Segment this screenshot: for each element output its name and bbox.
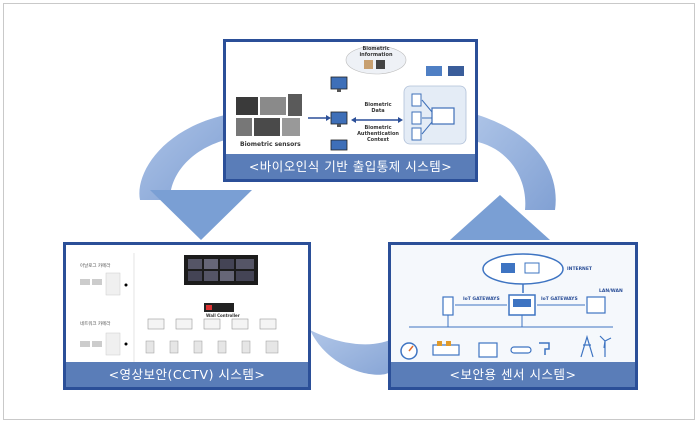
network-camera-1	[80, 341, 90, 347]
cctv-panel: 아날로그 카메라 네트워크 카메라 Wall Controller <영상보안(…	[63, 242, 311, 390]
biometric-diagram	[236, 45, 467, 151]
internet-label: INTERNET	[567, 267, 592, 272]
iot-diagram	[391, 245, 635, 363]
hand-scan-photo	[260, 97, 286, 115]
iot-panel: INTERNET IoT GATEWAYS IoT GATEWAYS LAN/W…	[388, 242, 638, 390]
package-icon	[478, 342, 498, 358]
iris-photo	[254, 118, 280, 136]
iot-caption: <보안용 센서 시스템>	[391, 362, 635, 387]
id-card	[426, 66, 442, 76]
palm-photo	[282, 118, 300, 136]
thermometer-icon	[510, 346, 532, 354]
monitor-mid	[330, 111, 348, 125]
analog-camera-1	[80, 279, 90, 285]
network-camera-label: 네트워크 카메라	[80, 322, 111, 327]
card-reader-photo	[236, 118, 252, 136]
arrow-head-left	[150, 190, 252, 240]
access-monitor	[431, 107, 455, 125]
arrow-head-right	[450, 195, 550, 240]
face-scan-photo	[288, 94, 302, 116]
cctv-diagram	[80, 253, 279, 363]
wall-controller	[204, 303, 234, 312]
info-label: Biometric information	[359, 46, 393, 58]
data-label: Biometric Data	[364, 102, 392, 114]
faucet-icon	[539, 342, 550, 355]
ring-segment-bottom	[310, 330, 390, 375]
monitor-top	[330, 76, 348, 90]
fingerprint-photo	[236, 97, 258, 115]
gateway-right-device	[586, 296, 606, 314]
gateway-left-device	[442, 296, 454, 316]
lan-wan-label: LAN/WAN	[599, 289, 623, 294]
cctv-caption: <영상보안(CCTV) 시스템>	[66, 362, 308, 387]
ring-segment-left	[139, 115, 225, 200]
analog-camera-2	[92, 279, 102, 285]
power-tower-icon	[580, 334, 594, 358]
auth-label: Biometric Authentication Context	[357, 125, 399, 143]
internet-cloud	[482, 253, 564, 285]
outer-frame	[3, 3, 695, 420]
biometric-caption: <바이오인식 기반 출입통제 시스템>	[226, 154, 475, 179]
ring-segment-right	[478, 115, 556, 210]
wall-controller-label: Wall Controller	[206, 313, 240, 318]
conveyor-icon	[432, 344, 460, 356]
analog-camera-label: 아날로그 카메라	[80, 264, 111, 269]
biometric-panel: Biometric sensors Biometric information …	[223, 39, 478, 182]
gateway-left-label: IoT GATEWAYS	[463, 297, 500, 302]
sensors-label: Biometric sensors	[240, 141, 301, 148]
network-camera-2	[92, 341, 102, 347]
monitor-bottom	[330, 139, 348, 151]
gateway-right-label: IoT GATEWAYS	[541, 297, 578, 302]
wind-turbine-icon	[599, 335, 612, 357]
